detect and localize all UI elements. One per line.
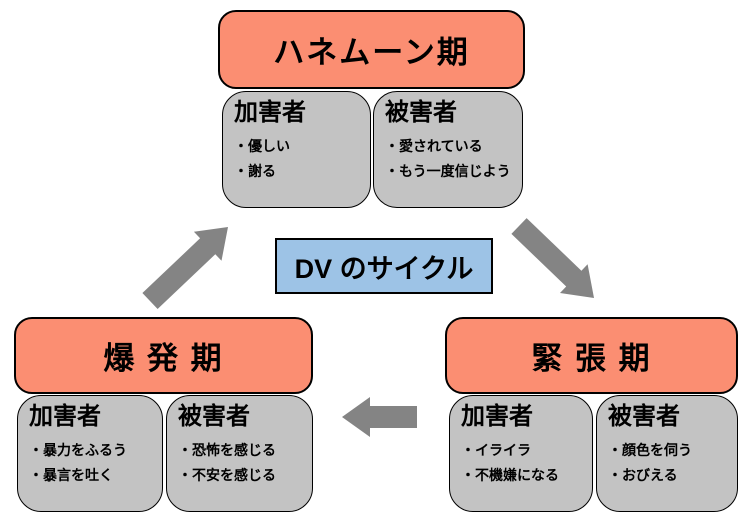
stage-title-tension: 緊 張 期 (445, 317, 738, 394)
role-item: ・イライラ (461, 441, 531, 458)
role-heading-perpetrator: 加害者 (461, 403, 533, 430)
role-item: ・もう一度信じよう (385, 163, 511, 180)
role-item: ・恐怖を感じる (178, 441, 276, 458)
role-item: ・不機嫌になる (461, 467, 559, 484)
role-heading-perpetrator: 加害者 (234, 99, 306, 126)
arrow-honeymoon-to-tension-icon (511, 218, 594, 298)
explosion-victim-box: 被害者 ・恐怖を感じる ・不安を感じる (166, 395, 313, 512)
role-items: ・顔色を伺う ・おびえる (608, 438, 731, 490)
role-heading-victim: 被害者 (608, 403, 680, 430)
cycle-center-label: DV のサイクル (275, 238, 493, 294)
role-item: ・愛されている (385, 137, 483, 154)
arrow-tension-to-explosion-icon (342, 397, 417, 437)
role-heading-victim: 被害者 (385, 99, 457, 126)
role-item: ・不安を感じる (178, 467, 276, 484)
role-item: ・謝る (234, 163, 276, 180)
stage-title-honeymoon: ハネムーン期 (218, 10, 525, 89)
tension-perpetrator-box: 加害者 ・イライラ ・不機嫌になる (449, 395, 593, 512)
arrow-explosion-to-honeymoon-icon (142, 227, 228, 309)
role-item: ・顔色を伺う (608, 441, 692, 458)
role-item: ・暴言を吐く (29, 467, 113, 484)
role-heading-perpetrator: 加害者 (29, 403, 101, 430)
role-items: ・優しい ・謝る (234, 134, 364, 186)
role-heading-victim: 被害者 (178, 403, 250, 430)
role-items: ・暴力をふるう ・暴言を吐く (29, 438, 156, 490)
tension-victim-box: 被害者 ・顔色を伺う ・おびえる (596, 395, 738, 512)
explosion-perpetrator-box: 加害者 ・暴力をふるう ・暴言を吐く (17, 395, 163, 512)
role-item: ・優しい (234, 137, 290, 154)
role-items: ・恐怖を感じる ・不安を感じる (178, 438, 306, 490)
honeymoon-perpetrator-box: 加害者 ・優しい ・謝る (222, 91, 371, 208)
role-item: ・おびえる (608, 467, 678, 484)
role-items: ・イライラ ・不機嫌になる (461, 438, 586, 490)
honeymoon-victim-box: 被害者 ・愛されている ・もう一度信じよう (373, 91, 523, 208)
role-items: ・愛されている ・もう一度信じよう (385, 134, 516, 186)
stage-title-explosion: 爆 発 期 (14, 317, 313, 394)
role-item: ・暴力をふるう (29, 441, 127, 458)
